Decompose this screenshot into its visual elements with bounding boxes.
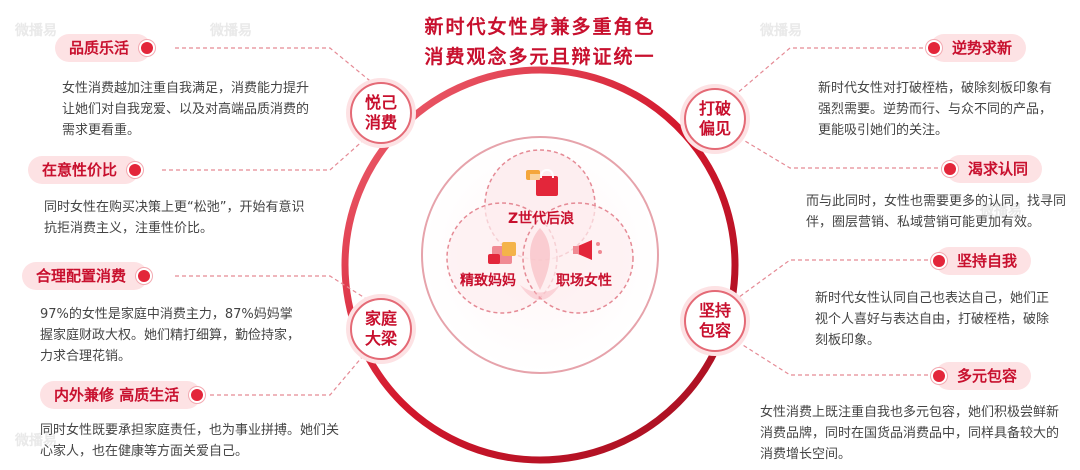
node-self-pleasing: 悦己消费 — [350, 82, 412, 144]
bullet-dot-icon — [138, 270, 151, 282]
left-item-title: 在意性价比 — [28, 156, 142, 184]
bullet-dot-icon — [933, 255, 945, 267]
watermark: 微播易 — [210, 23, 252, 39]
venn-label-top: Z世代后浪 — [508, 211, 575, 227]
bullet-dot-icon — [129, 164, 142, 176]
bullet-dot-icon — [933, 370, 945, 382]
right-item-desc: 女性消费上既注重自我也多元包容，她们积极尝鲜新消费品牌，同时在国货品消费品中，同… — [760, 405, 1060, 462]
right-item-title: 逆势求新 — [928, 34, 1027, 62]
watermark: 微播易 — [760, 23, 802, 39]
right-item-desc: 新时代女性对打破桎梏，破除刻板印象有强烈需要。逆势而行、与众不同的产品，更能吸引… — [818, 81, 1053, 138]
venn-label-right: 职场女性 — [556, 273, 612, 289]
right-item-desc: 而与此同时，女性也需要更多的认同，找寻同伴，圈层营销、私域营销可能更加有效。 — [806, 194, 1067, 230]
watermark: 微播易 — [15, 433, 57, 449]
bullet-dot-icon — [928, 42, 940, 54]
node-inclusive: 坚持包容 — [684, 290, 746, 352]
left-item-title: 品质乐活 — [55, 34, 154, 62]
diagram-title-line1: 新时代女性身兼多重角色 — [424, 16, 656, 38]
right-item-title: 坚持自我 — [933, 247, 1032, 275]
left-item-desc: 同时女性在购买决策上更“松弛”，开始有意识抗拒消费主义，注重性价比。 — [44, 200, 305, 236]
left-item-desc: 97%的女性是家庭中消费主力，87%妈妈掌握家庭财政大权。她们精打细算，勤俭持家… — [40, 307, 301, 364]
megaphone-icon — [573, 240, 602, 260]
venn-circle-right — [522, 202, 634, 314]
bullet-dot-icon — [191, 389, 204, 401]
node-break-bias: 打破偏见 — [684, 88, 746, 150]
left-item-desc: 同时女性既要承担家庭责任，也为事业拼搏。她们关心家人，也在健康等方面关爱自己。 — [40, 423, 340, 459]
right-item-title: 渴求认同 — [944, 155, 1043, 183]
shopping-bag-icon — [526, 168, 558, 196]
left-item-title: 合理配置消费 — [22, 262, 151, 290]
watermark: 微播易 — [980, 203, 1022, 219]
bullet-dot-icon — [141, 42, 154, 54]
left-item-title: 内外兼修 高质生活 — [40, 381, 204, 409]
gift-bag-icon — [488, 242, 516, 264]
watermark: 微播易 — [15, 23, 57, 39]
right-item-title: 多元包容 — [933, 362, 1032, 390]
venn-label-left: 精致妈妈 — [460, 273, 516, 289]
bullet-dot-icon — [944, 163, 956, 175]
outer-ring — [341, 66, 739, 464]
right-item-desc: 新时代女性认同自己也表达自己，她们正视个人喜好与表达自由，打破桎梏，破除刻板印象… — [815, 291, 1050, 348]
left-item-desc: 女性消费越加注重自我满足，消费能力提升让她们对自我宠爱、以及对高端品质消费的需求… — [62, 81, 310, 138]
node-family-pillar: 家庭大梁 — [350, 298, 412, 360]
venn-overlap — [530, 228, 550, 290]
diagram-title-line2: 消费观念多元且辩证统一 — [424, 46, 656, 68]
